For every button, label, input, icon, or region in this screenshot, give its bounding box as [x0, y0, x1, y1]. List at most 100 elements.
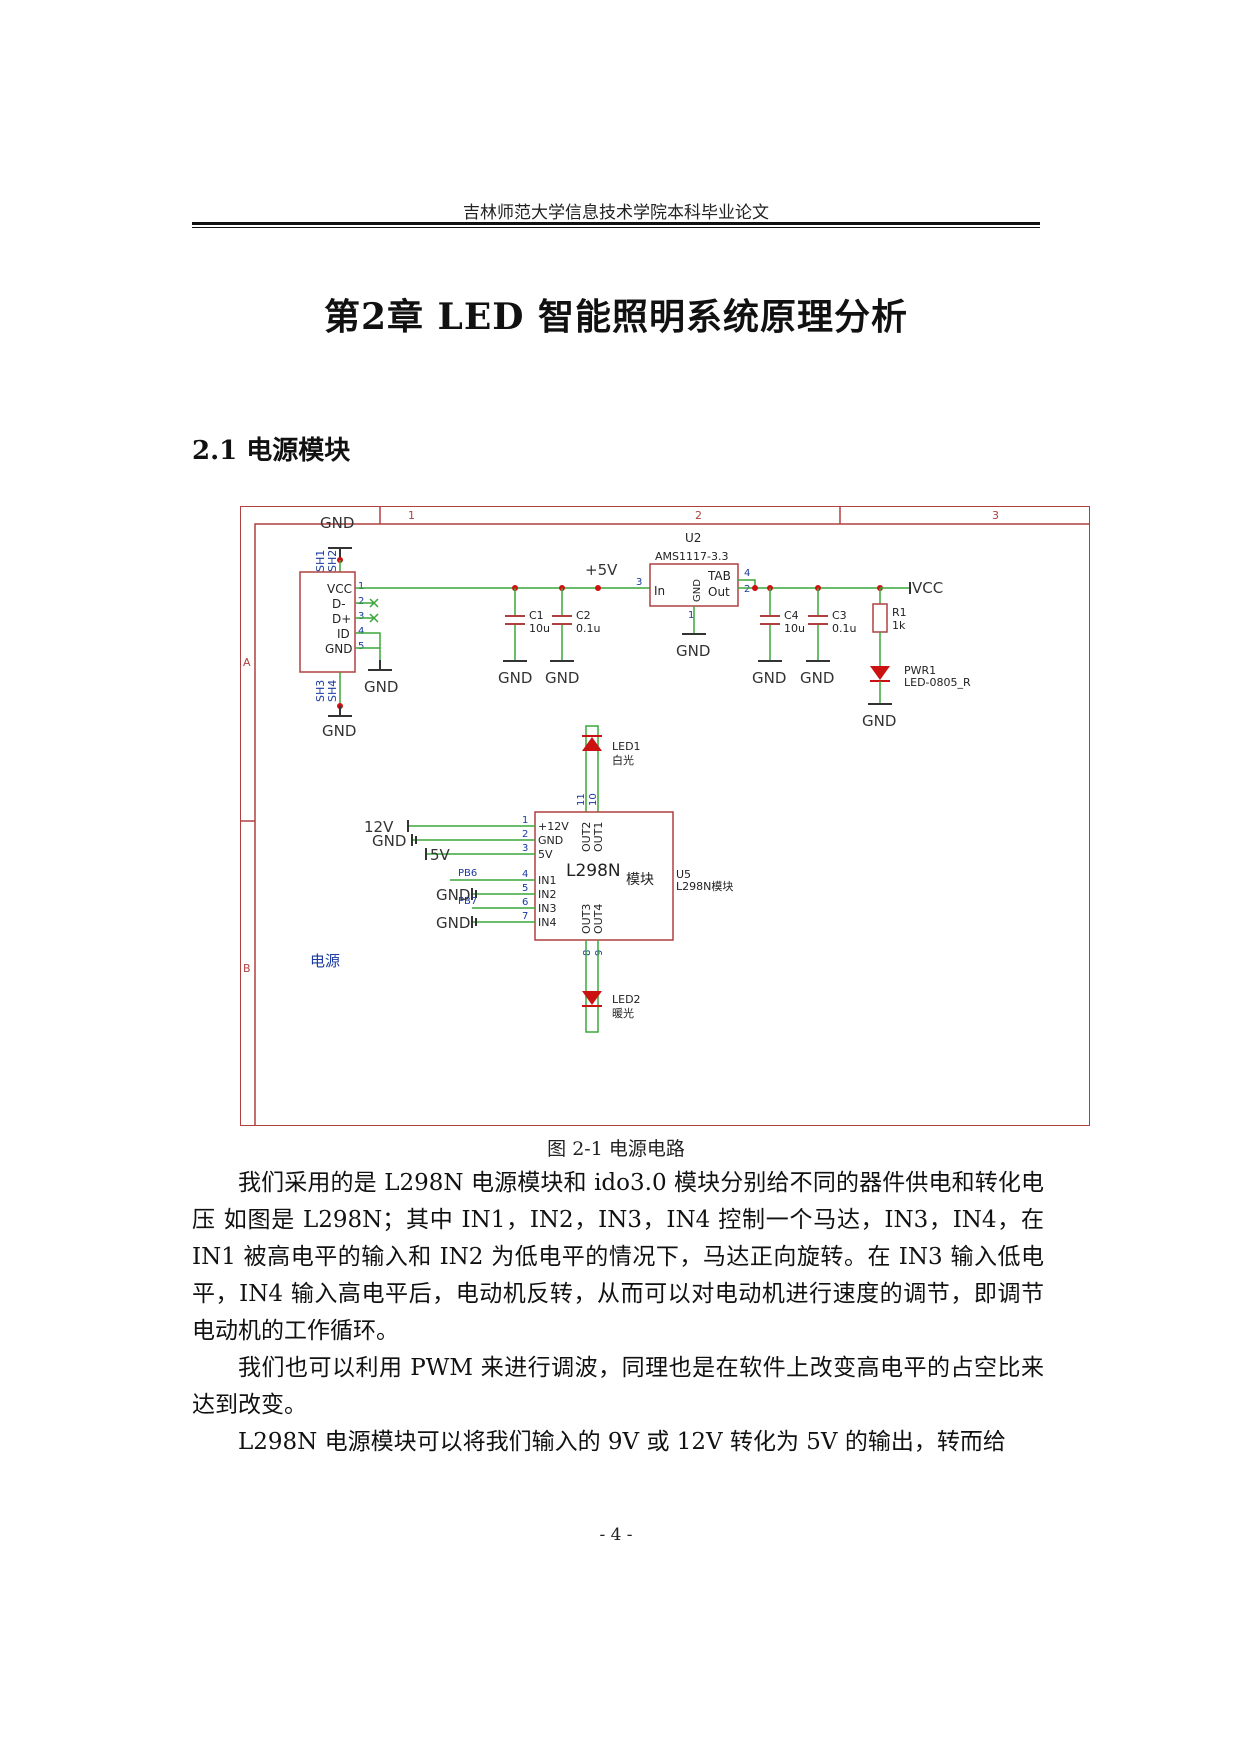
page-header: 吉林师范大学信息技术学院本科毕业论文 [463, 203, 769, 223]
net-pb7-label: PB7 [458, 896, 477, 907]
r1-ref: R1 [892, 606, 907, 619]
c1-capacitor [505, 615, 525, 625]
u5-num-10: 10 [588, 793, 599, 806]
u5-l298n-module [534, 811, 674, 941]
paragraph-text: 我们也可以利用 PWM 来进行调波，同理也是在软件上改变高电平的占空比来达到改变… [192, 1355, 1044, 1418]
u2-in-pin: In [654, 584, 665, 598]
u5-num-11: 11 [576, 793, 587, 806]
power-circuit-figure: 1 2 3 A B GND SH1 SH2 VCC D- D+ ID GND 1… [239, 505, 1091, 1127]
paragraph-text: 我们采用的是 L298N 电源模块和 ido3.0 模块分别给不同的器件供电和转… [192, 1170, 1044, 1344]
c1-c2-wires [514, 588, 563, 661]
header-rule-thick [192, 222, 1040, 225]
u5-pin-in4: IN4 [538, 916, 556, 929]
led2-diode [582, 991, 602, 1005]
u5-out3: OUT3 [580, 904, 593, 934]
u2-part: AMS1117-3.3 [655, 550, 728, 563]
pwr1-ref: PWR1 [904, 664, 936, 677]
figure-caption: 图 2-1 电源电路 [547, 1138, 685, 1160]
net-5v-label: 5V [430, 846, 451, 864]
usb-pin-dminus: D- [332, 597, 346, 611]
schematic-diagram: 1 2 3 A B GND SH1 SH2 VCC D- D+ ID GND 1… [239, 505, 1091, 1127]
c3-ref: C3 [832, 609, 847, 622]
net-gnd-label-3: GND [436, 914, 470, 932]
c1-ref: C1 [529, 609, 544, 622]
usb-num-1: 1 [358, 581, 364, 592]
usb-num-4: 4 [358, 626, 364, 637]
c2-ref: C2 [576, 609, 591, 622]
net-gnd-label-2: GND [436, 886, 470, 904]
u2-pin1-num: 1 [688, 610, 694, 621]
net-pb6-label: PB6 [458, 868, 477, 879]
u5-ref: U5 [676, 868, 691, 881]
schematic-frame [239, 505, 1091, 1127]
gnd-label-bottom: GND [322, 722, 356, 740]
u5-desc: L298N模块 [676, 880, 733, 893]
pwr1-led [870, 666, 890, 680]
usb-pin-gnd: GND [325, 642, 353, 656]
pwr1-part: LED-0805_R [904, 676, 971, 689]
u5-name: L298N [566, 861, 621, 881]
u5-net-terminators [407, 820, 477, 928]
gnd-label-usb: GND [364, 678, 398, 696]
c4-val: 10u [784, 622, 805, 635]
u5-pin-in1: IN1 [538, 874, 556, 887]
sh3-label: SH3 [314, 680, 327, 702]
u2-tab-pin: TAB [707, 569, 731, 583]
body-paragraph-1: 我们采用的是 L298N 电源模块和 ido3.0 模块分别给不同的器件供电和转… [192, 1165, 1044, 1350]
u5-pin-5v: 5V [538, 848, 553, 861]
u5-pin-12v: +12V [538, 820, 569, 833]
gnd-symbol-usb [368, 660, 392, 671]
c2-capacitor [552, 615, 572, 625]
gnd-label-c2: GND [545, 669, 579, 687]
u5-input-wires [408, 825, 535, 923]
page-number: - 4 - [599, 1525, 633, 1545]
led1-ref: LED1 [612, 740, 641, 753]
led1-desc: 白光 [612, 753, 634, 767]
u5-mod: 模块 [626, 872, 654, 888]
5v-net-label: +5V [585, 561, 618, 579]
u5-out1: OUT1 [592, 822, 605, 852]
u2-pin4-num: 4 [744, 568, 750, 579]
gnd-label-u2: GND [676, 642, 710, 660]
usb-pin-dplus: D+ [332, 612, 351, 626]
r1-resistor [872, 603, 888, 633]
u5-pin-in2: IN2 [538, 888, 556, 901]
u5-pin-gnd: GND [538, 834, 563, 847]
usb-pin-vcc: VCC [327, 582, 352, 596]
c3-capacitor [808, 615, 828, 625]
usb-num-2: 2 [358, 596, 364, 607]
usb-pin-id: ID [337, 627, 350, 641]
frame-col-2: 2 [695, 509, 702, 522]
u5-num-1: 1 [522, 815, 528, 826]
c4-c3-wires [769, 588, 819, 661]
gnd-symbol-bottom [328, 706, 352, 717]
c1-val: 10u [529, 622, 550, 635]
body-paragraph-3: L298N 电源模块可以将我们输入的 9V 或 12V 转化为 5V 的输出，转… [192, 1424, 1044, 1461]
gnd-label-c3: GND [800, 669, 834, 687]
body-paragraph-2: 我们也可以利用 PWM 来进行调波，同理也是在软件上改变高电平的占空比来达到改变… [192, 1350, 1044, 1424]
u5-out2: OUT2 [580, 822, 593, 852]
gnd-label-top: GND [320, 514, 354, 532]
u5-left-pin-labels: +12V GND 5V IN1 IN2 IN3 IN4 [538, 820, 569, 929]
u5-num-5: 5 [522, 883, 528, 894]
net-12v-label: 12V [364, 818, 394, 836]
u2-out-pin: Out [708, 585, 730, 599]
u5-num-6: 6 [522, 897, 528, 908]
frame-row-B: B [243, 962, 251, 975]
usb-num-3: 3 [358, 611, 364, 622]
gnd-label-c1: GND [498, 669, 532, 687]
u2-pin2-num: 2 [744, 584, 750, 595]
c3-val: 0.1u [832, 622, 856, 635]
u5-pin-in3: IN3 [538, 902, 556, 915]
c2-val: 0.1u [576, 622, 600, 635]
paragraph-text: L298N 电源模块可以将我们输入的 9V 或 12V 转化为 5V 的输出，转… [238, 1429, 1006, 1455]
u5-num-9: 9 [594, 950, 605, 956]
header-rule-thin [192, 227, 1040, 228]
u5-num-4: 4 [522, 869, 528, 880]
u5-num-2: 2 [522, 829, 528, 840]
sh4-label: SH4 [326, 680, 339, 702]
net-gnd-label-1: GND [372, 832, 406, 850]
chapter-title: 第2章 LED 智能照明系统原理分析 [323, 296, 909, 338]
sh1-label: SH1 [314, 550, 327, 572]
u5-out4: OUT4 [592, 904, 605, 934]
